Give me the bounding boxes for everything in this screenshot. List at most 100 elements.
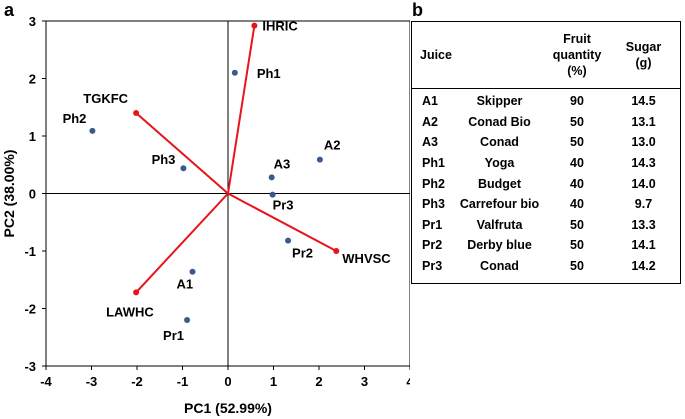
point-marker: [180, 165, 187, 172]
x-tick-label: -1: [177, 374, 189, 389]
cell-name: Carrefour bio: [459, 197, 540, 212]
x-tick-label: -2: [131, 374, 143, 389]
cell-code: Pr1: [422, 217, 443, 232]
cell-sugar: 13.3: [631, 217, 656, 232]
point-ph1: Ph1: [231, 66, 281, 81]
cell-code: A3: [422, 135, 438, 150]
point-marker: [285, 237, 292, 244]
header-sugar: Sugar(g): [607, 22, 680, 89]
loading-vector-lawhc: LAWHC: [106, 192, 229, 319]
point-marker: [316, 156, 323, 163]
table-row: Ph3 Carrefour bio 40 9.7: [412, 194, 680, 215]
cell-name: Budget: [477, 176, 522, 191]
loading-tip: [133, 110, 140, 116]
cell-name: Valfruta: [476, 217, 523, 232]
cell-fruit-quantity: 40: [570, 156, 584, 171]
loading-label: LAWHC: [106, 304, 154, 319]
panel-label-a: a: [4, 0, 15, 20]
cell-sugar: 14.0: [631, 176, 656, 191]
cell-name: Conad: [480, 135, 519, 150]
loading-label: WHVSC: [342, 251, 391, 266]
cell-fruit-quantity: 50: [570, 217, 584, 232]
loading-layer: IHRIC TGKFC WHVSC LAWHC: [83, 19, 391, 320]
cell-sugar: 13.0: [631, 135, 656, 150]
cell-name: Derby blue: [467, 238, 532, 253]
cell-name: Skipper: [476, 94, 523, 109]
table-row: Pr2 Derby blue 50 14.1: [412, 235, 680, 256]
loading-line: [135, 192, 229, 294]
cell-fruit-quantity: 40: [570, 197, 584, 212]
point-label: Pr3: [273, 198, 294, 213]
point-ph2: Ph2: [63, 111, 96, 134]
point-label: A3: [274, 156, 291, 171]
loading-tip: [133, 289, 140, 296]
y-tick-label: -3: [24, 359, 36, 374]
cell-sugar: 9.7: [634, 197, 653, 212]
point-a3: A3: [268, 156, 291, 181]
cell-fruit-quantity: 50: [570, 259, 584, 274]
cell-fruit-quantity: 50: [570, 114, 584, 129]
x-tick-label: 3: [361, 374, 368, 389]
loading-tip: [251, 22, 258, 29]
y-axis-label: PC2 (38.00%): [1, 150, 17, 238]
point-pr2: Pr2: [285, 237, 313, 261]
x-tick-label: -4: [40, 374, 52, 389]
y-tick-label: 3: [29, 14, 36, 29]
cell-name: Conad: [480, 259, 519, 274]
point-a1: A1: [177, 268, 196, 292]
table-row: Pr1 Valfruta 50 13.3: [412, 215, 680, 236]
x-tick-label: 4: [406, 374, 410, 389]
x-tick-label: 0: [224, 374, 231, 389]
point-label: Ph2: [63, 111, 87, 126]
header-juice: Juice: [412, 22, 547, 89]
point-label: A1: [177, 277, 194, 292]
cell-fruit-quantity: 50: [570, 135, 584, 150]
point-label: Ph1: [257, 66, 281, 81]
cell-code: A2: [422, 114, 438, 129]
point-label: A2: [324, 138, 341, 153]
cell-sugar: 14.5: [631, 94, 656, 109]
point-marker: [269, 191, 276, 198]
panel-label-b: b: [412, 0, 423, 20]
cell-name: Yoga: [484, 156, 515, 171]
point-marker: [184, 317, 191, 323]
cell-code: A1: [422, 94, 438, 109]
loading-tip: [333, 248, 340, 254]
y-tick-label: 1: [29, 129, 36, 144]
cell-fruit-quantity: 50: [570, 238, 584, 253]
cell-sugar: 14.1: [631, 238, 656, 253]
cell-fruit-quantity: 40: [570, 176, 584, 191]
y-tick-label: 2: [29, 72, 36, 87]
point-label: Pr2: [292, 246, 313, 261]
table-row: A3 Conad 50 13.0: [412, 132, 680, 153]
x-tick-label: 2: [315, 374, 322, 389]
loading-line: [227, 192, 337, 252]
x-axis-label: PC1 (52.99%): [184, 400, 272, 416]
cell-sugar: 13.1: [631, 114, 656, 129]
cell-code: Pr2: [422, 238, 443, 253]
point-a2: A2: [316, 138, 341, 163]
loading-vector-whvsc: WHVSC: [227, 192, 391, 266]
cell-code: Ph3: [422, 197, 445, 212]
loading-vector-tgkfc: TGKFC: [83, 91, 229, 195]
point-label: Pr1: [163, 328, 184, 343]
cell-name: Conad Bio: [468, 114, 531, 129]
point-ph3: Ph3: [152, 152, 187, 172]
loading-label: IHRIC: [262, 19, 298, 34]
y-tick-label: -2: [24, 302, 36, 317]
point-marker: [231, 69, 238, 76]
x-tick-label: -3: [86, 374, 98, 389]
loading-vector-ihric: IHRIC: [227, 19, 298, 194]
cell-code: Pr3: [422, 259, 443, 274]
x-tick-label: 1: [270, 374, 277, 389]
cell-fruit-quantity: 90: [570, 94, 584, 109]
loading-label: TGKFC: [83, 91, 128, 106]
